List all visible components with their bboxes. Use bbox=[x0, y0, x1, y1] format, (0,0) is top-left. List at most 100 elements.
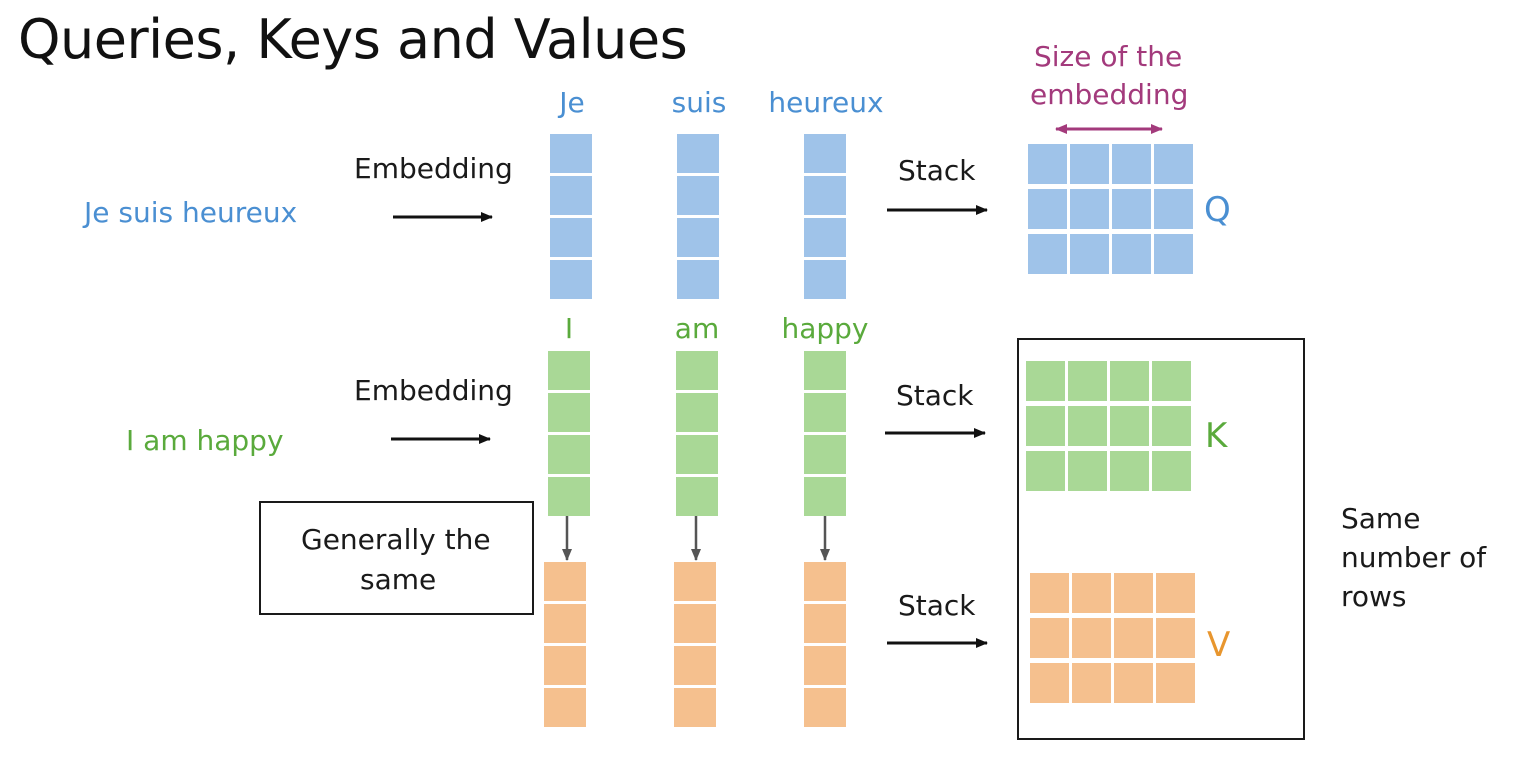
matrix-cell bbox=[1152, 451, 1191, 491]
matrix-cell bbox=[1114, 663, 1153, 703]
query-matrix-letter: Q bbox=[1204, 190, 1231, 230]
matrix-cell bbox=[1068, 451, 1107, 491]
page-title: Queries, Keys and Values bbox=[18, 8, 688, 71]
matrix-cell bbox=[1026, 451, 1065, 491]
value-matrix-letter: V bbox=[1207, 625, 1231, 665]
matrix-cell bbox=[1070, 144, 1109, 184]
matrix-row bbox=[1026, 361, 1191, 401]
embedding-cell bbox=[548, 393, 590, 432]
matrix-cell bbox=[1026, 361, 1065, 401]
key-value-box bbox=[1017, 338, 1305, 740]
embedding-cell bbox=[804, 218, 846, 257]
query-matrix bbox=[1028, 144, 1193, 274]
matrix-cell bbox=[1070, 234, 1109, 274]
matrix-cell bbox=[1154, 144, 1193, 184]
matrix-cell bbox=[1110, 406, 1149, 446]
generally-same-line1: Generally the bbox=[301, 523, 491, 556]
same-rows-line2: number of bbox=[1341, 541, 1487, 574]
embedding-cell bbox=[544, 646, 586, 685]
same-rows-line3: rows bbox=[1341, 580, 1407, 613]
embedding-cell bbox=[677, 176, 719, 215]
matrix-row bbox=[1026, 406, 1191, 446]
value-embedding-2 bbox=[674, 562, 716, 727]
embedding-cell bbox=[677, 260, 719, 299]
query-embedding-heureux bbox=[804, 134, 846, 299]
embedding-cell bbox=[674, 646, 716, 685]
key-matrix bbox=[1026, 361, 1191, 491]
matrix-cell bbox=[1156, 618, 1195, 658]
matrix-cell bbox=[1114, 618, 1153, 658]
query-embedding-suis bbox=[677, 134, 719, 299]
matrix-cell bbox=[1156, 573, 1195, 613]
same-rows-line1: Same bbox=[1341, 502, 1421, 535]
key-embedding-i bbox=[548, 351, 590, 516]
key-word-am: am bbox=[674, 312, 720, 345]
embedding-size-label-line1: Size of the bbox=[1034, 40, 1183, 73]
generally-same-callout bbox=[259, 501, 534, 615]
matrix-cell bbox=[1114, 573, 1153, 613]
embedding-cell bbox=[804, 562, 846, 601]
key-sentence: I am happy bbox=[126, 424, 284, 457]
embedding-cell bbox=[676, 435, 718, 474]
matrix-cell bbox=[1072, 618, 1111, 658]
value-stack-label: Stack bbox=[898, 589, 976, 622]
embedding-cell bbox=[677, 218, 719, 257]
embedding-cell bbox=[676, 477, 718, 516]
matrix-row bbox=[1028, 234, 1193, 274]
embedding-cell bbox=[804, 477, 846, 516]
value-embedding-1 bbox=[544, 562, 586, 727]
embedding-cell bbox=[804, 646, 846, 685]
key-embedding-label: Embedding bbox=[354, 374, 513, 407]
matrix-cell bbox=[1030, 663, 1069, 703]
matrix-cell bbox=[1028, 144, 1067, 184]
generally-same-line2: same bbox=[360, 563, 437, 596]
embedding-cell bbox=[804, 688, 846, 727]
matrix-row bbox=[1026, 451, 1191, 491]
embedding-cell bbox=[550, 176, 592, 215]
matrix-cell bbox=[1072, 663, 1111, 703]
embedding-cell bbox=[548, 435, 590, 474]
matrix-cell bbox=[1028, 234, 1067, 274]
value-matrix bbox=[1030, 573, 1195, 703]
matrix-cell bbox=[1030, 618, 1069, 658]
embedding-cell bbox=[548, 351, 590, 390]
query-sentence: Je suis heureux bbox=[84, 196, 298, 229]
matrix-cell bbox=[1070, 189, 1109, 229]
matrix-row bbox=[1028, 189, 1193, 229]
embedding-cell bbox=[676, 393, 718, 432]
matrix-cell bbox=[1110, 451, 1149, 491]
matrix-cell bbox=[1068, 406, 1107, 446]
matrix-cell bbox=[1072, 573, 1111, 613]
embedding-cell bbox=[804, 176, 846, 215]
matrix-cell bbox=[1154, 234, 1193, 274]
matrix-cell bbox=[1152, 406, 1191, 446]
embedding-cell bbox=[804, 134, 846, 173]
embedding-cell bbox=[550, 260, 592, 299]
matrix-cell bbox=[1152, 361, 1191, 401]
value-embedding-3 bbox=[804, 562, 846, 727]
embedding-cell bbox=[804, 435, 846, 474]
key-embedding-happy bbox=[804, 351, 846, 516]
matrix-cell bbox=[1030, 573, 1069, 613]
matrix-row bbox=[1030, 573, 1195, 613]
key-embedding-am bbox=[676, 351, 718, 516]
embedding-cell bbox=[804, 351, 846, 390]
query-word-suis: suis bbox=[671, 86, 727, 119]
query-stack-label: Stack bbox=[898, 154, 976, 187]
embedding-cell bbox=[544, 562, 586, 601]
query-embedding-label: Embedding bbox=[354, 152, 513, 185]
embedding-cell bbox=[804, 393, 846, 432]
matrix-row bbox=[1028, 144, 1193, 184]
matrix-row bbox=[1030, 618, 1195, 658]
matrix-row bbox=[1030, 663, 1195, 703]
embedding-cell bbox=[677, 134, 719, 173]
key-stack-label: Stack bbox=[896, 379, 974, 412]
key-matrix-letter: K bbox=[1205, 416, 1228, 456]
embedding-cell bbox=[674, 562, 716, 601]
query-word-je: Je bbox=[559, 86, 585, 119]
embedding-cell bbox=[804, 260, 846, 299]
matrix-cell bbox=[1112, 189, 1151, 229]
embedding-cell bbox=[804, 604, 846, 643]
query-word-heureux: heureux bbox=[768, 86, 884, 119]
